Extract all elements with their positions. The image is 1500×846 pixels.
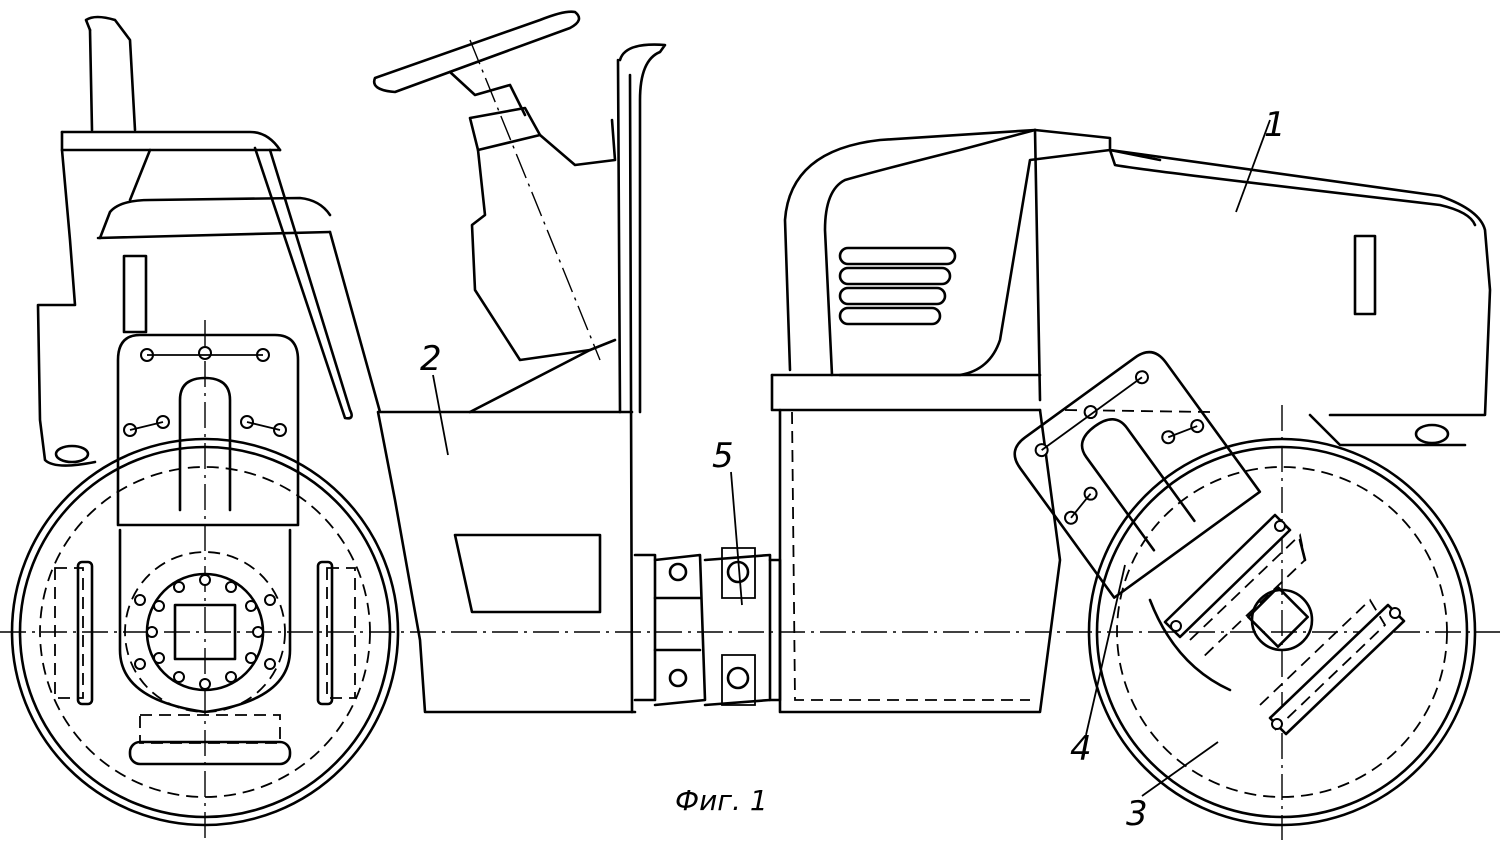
rear-drum [12, 335, 398, 825]
label-3: 3 [1126, 794, 1148, 834]
label-5: 5 [712, 436, 734, 476]
label-1: 1 [1264, 105, 1286, 145]
front-drum [1007, 345, 1475, 825]
front-body-section [772, 130, 1490, 712]
label-2: 2 [420, 339, 442, 379]
articulation-hitch [635, 548, 780, 705]
figure-caption: Фиг. 1 [675, 784, 768, 817]
label-4: 4 [1070, 729, 1092, 769]
reference-labels: 1 2 3 4 5 Фиг. 1 [420, 105, 1286, 834]
center-axes [0, 40, 1500, 840]
rear-frame-section [38, 17, 635, 712]
rear-hub-bolts [135, 575, 275, 689]
steering-column [374, 12, 665, 412]
